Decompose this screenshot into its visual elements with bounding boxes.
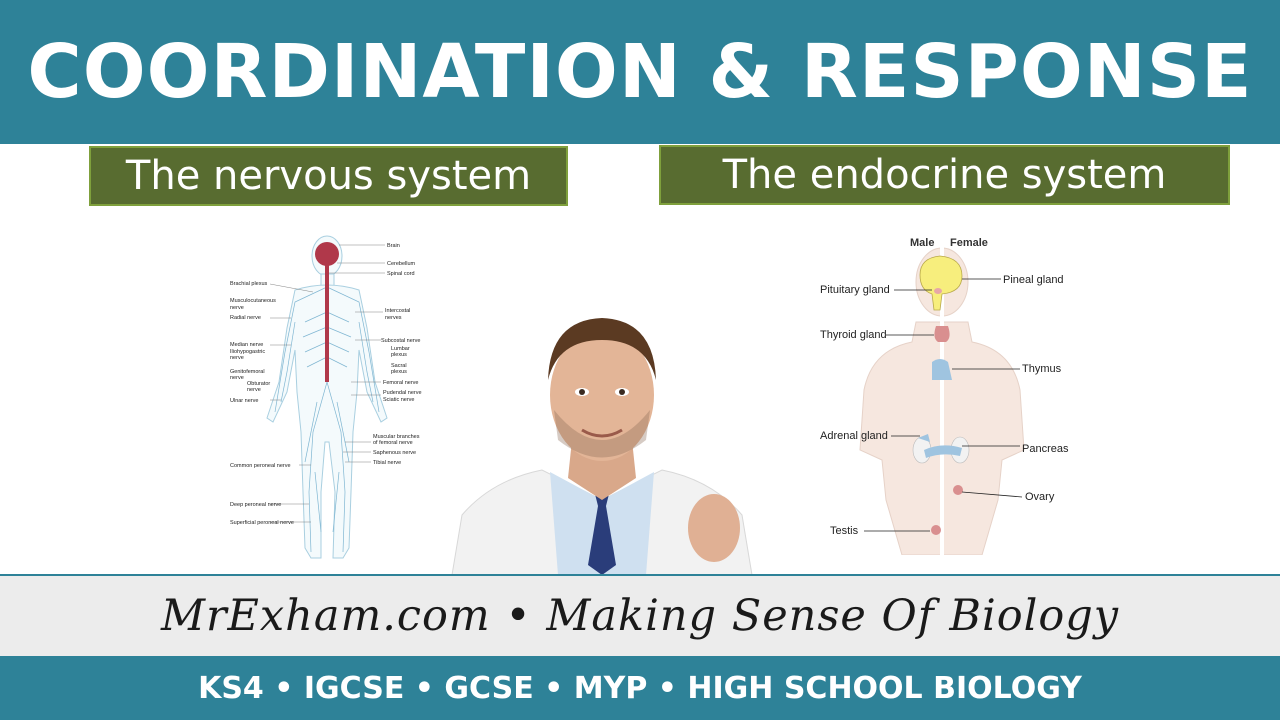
label-common-peroneal-nerve: Common peroneal nerve <box>230 463 291 469</box>
label-muscular-branches: Muscular branches <box>373 434 420 440</box>
tie <box>588 490 616 575</box>
endocrine-system-label: The endocrine system <box>659 145 1230 205</box>
label-pudendal-nerve: Pudendal nerve <box>383 390 422 396</box>
hand <box>688 494 740 562</box>
nervous-system-diagram: Brain Cerebellum Spinal cord Brachial pl… <box>230 235 422 559</box>
label-femoral-nerve: Femoral nerve <box>383 380 418 386</box>
label-cerebellum: Cerebellum <box>387 261 416 267</box>
label-median-nerve: Median nerve <box>230 342 263 348</box>
label-genitofemoral: Genitofemoral <box>230 369 265 375</box>
label-tibial-nerve: Tibial nerve <box>373 460 401 466</box>
nervous-system-label: The nervous system <box>89 146 568 206</box>
label-saphenous-nerve: Saphenous nerve <box>373 450 416 456</box>
nerve-label-lines <box>269 244 385 523</box>
label-pituitary-gland: Pituitary gland <box>820 284 890 296</box>
endocrine-system-diagram: Male Female Pineal gland Pituitary gland… <box>820 237 1069 555</box>
label-pineal-gland: Pineal gland <box>1003 274 1064 286</box>
label-of-femoral-nerve: of femoral nerve <box>373 440 413 446</box>
levels-banner: KS4 • IGCSE • GCSE • MYP • HIGH SCHOOL B… <box>0 656 1280 720</box>
label-subcostal-nerve: Subcostal nerve <box>381 338 420 344</box>
label-adrenal-gland: Adrenal gland <box>820 430 888 442</box>
label-iliohypogastric: Iliohypogastric <box>230 349 265 355</box>
tagline: MrExham.com • Making Sense Of Biology <box>160 591 1120 641</box>
label-superficial-peroneal-nerve: Superficial peroneal nerve <box>230 520 294 526</box>
label-testis: Testis <box>830 525 859 537</box>
glands <box>912 255 970 535</box>
label-female: Female <box>950 237 988 249</box>
label-pancreas: Pancreas <box>1022 443 1069 455</box>
label-sacral-plexus: plexus <box>391 369 407 375</box>
label-obturator: Obturator <box>247 381 270 387</box>
label-spinal-cord: Spinal cord <box>387 271 415 277</box>
label-lumbar-plexus: plexus <box>391 352 407 358</box>
label-genitofemoral-nerve: nerve <box>230 375 244 381</box>
label-ovary: Ovary <box>1025 491 1055 503</box>
label-musculocutaneous-nerve: nerve <box>230 305 244 311</box>
brain-and-spinal-cord <box>315 242 339 382</box>
label-lumbar: Lumbar <box>391 346 410 352</box>
gland-pointer-lines <box>864 278 1023 532</box>
label-sacral: Sacral <box>391 363 407 369</box>
label-thymus: Thymus <box>1022 363 1062 375</box>
presenter-photo <box>451 318 753 575</box>
main-title: COORDINATION & RESPONSE <box>27 29 1253 115</box>
label-intercostal-nerves: nerves <box>385 315 402 321</box>
curriculum-levels: KS4 • IGCSE • GCSE • MYP • HIGH SCHOOL B… <box>198 670 1082 706</box>
label-deep-peroneal-nerve: Deep peroneal nerve <box>230 502 281 508</box>
label-obturator-nerve: nerve <box>247 387 261 393</box>
label-brain: Brain <box>387 243 400 249</box>
label-sciatic-nerve: Sciatic nerve <box>383 397 415 403</box>
tagline-strip: MrExham.com • Making Sense Of Biology <box>0 574 1280 656</box>
label-radial-nerve: Radial nerve <box>230 315 261 321</box>
title-banner: COORDINATION & RESPONSE <box>0 0 1280 144</box>
label-brachial-plexus: Brachial plexus <box>230 281 268 287</box>
label-intercostal: Intercostal <box>385 308 410 314</box>
label-thyroid-gland: Thyroid gland <box>820 329 887 341</box>
label-ulnar-nerve: Ulnar nerve <box>230 398 258 404</box>
head <box>548 318 656 461</box>
label-iliohypogastric-nerve: nerve <box>230 355 244 361</box>
label-musculocutaneous: Musculocutaneous <box>230 298 276 304</box>
label-male: Male <box>910 237 934 249</box>
